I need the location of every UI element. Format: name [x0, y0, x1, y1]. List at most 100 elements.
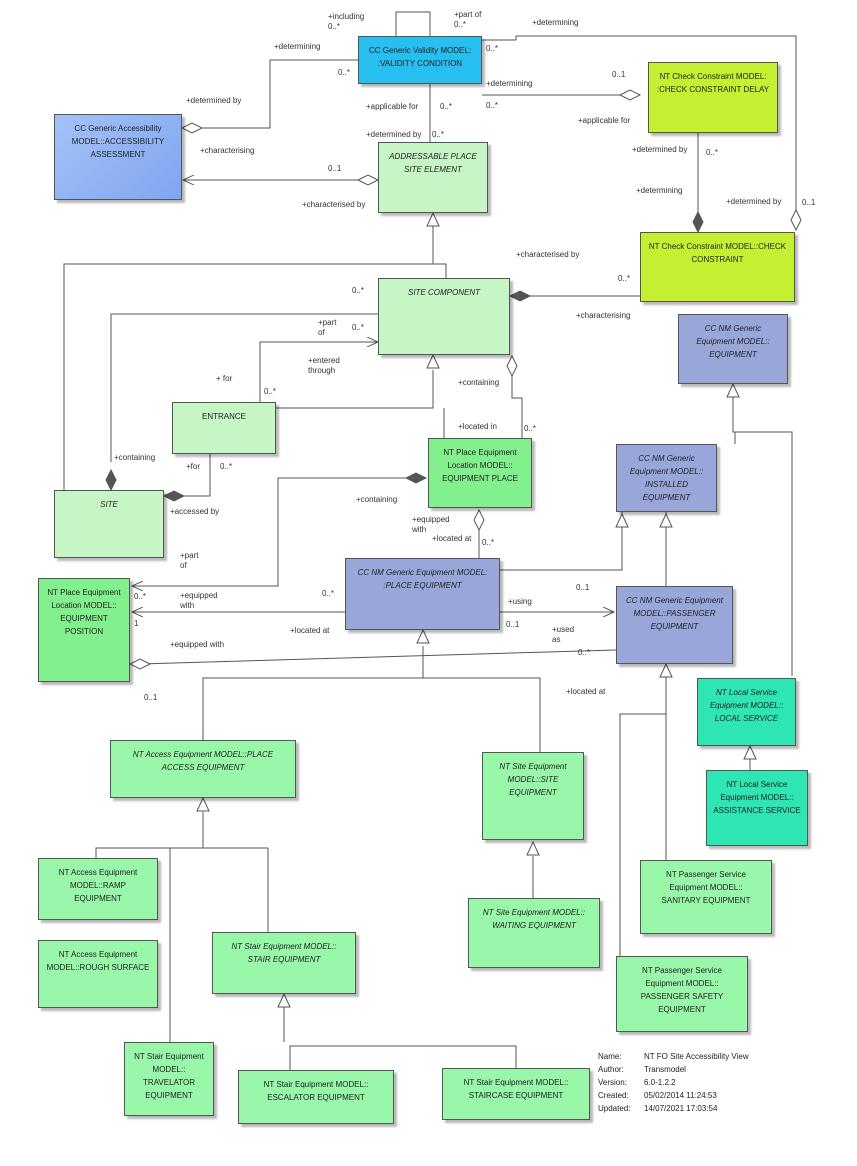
- class-rough-surface: NT Access Equipment MODEL::ROUGH SURFACE: [38, 940, 158, 1008]
- class-passenger-equipment-label: CC NM Generic Equipment MODEL::PASSENGER…: [626, 596, 723, 631]
- class-place-equipment-label: CC NM Generic Equipment MODEL: :PLACE EQ…: [357, 568, 488, 590]
- class-check-constraint-delay-label: NT Check Constraint MODEL: :CHECK CONSTR…: [656, 72, 770, 94]
- class-stair-equipment-label: NT Stair Equipment MODEL:: STAIR EQUIPME…: [231, 942, 337, 964]
- agg-diamond-accessibility: [180, 122, 204, 134]
- class-ramp-equipment: NT Access Equipment MODEL::RAMP EQUIPMEN…: [38, 858, 158, 920]
- agg-diamond-equipmentplace: [473, 508, 485, 532]
- class-site-component-label: SITE COMPONENT: [407, 288, 480, 297]
- assoc-label: +determining: [636, 186, 683, 195]
- agg-diamond-siteelement: [356, 174, 380, 186]
- class-entrance: ENTRANCE: [172, 402, 276, 454]
- meta-row-author: Author:Transmodel: [598, 1065, 686, 1074]
- assoc-label: 0..1: [144, 693, 158, 702]
- assoc-label: 0..1: [612, 70, 626, 79]
- assoc-label: +determining: [532, 18, 579, 27]
- class-installed-equipment: CC NM Generic Equipment MODEL:: INSTALLE…: [616, 444, 717, 512]
- assoc-label: +part of 0..*: [454, 10, 482, 29]
- class-passenger-safety-equipment-label: NT Passenger Service Equipment MODEL:: P…: [640, 966, 724, 1014]
- assoc-label: +located in: [458, 422, 497, 431]
- assoc-label: 0..*: [618, 274, 631, 283]
- assoc-label: +located at: [432, 534, 472, 543]
- edge-sitecomponent-siteelement: [432, 224, 447, 278]
- class-equipment-label: CC NM Generic Equipment MODEL:: EQUIPMEN…: [696, 324, 770, 359]
- class-accessibility-assessment-label: CC Generic Accessibility MODEL::ACCESSIB…: [71, 124, 165, 159]
- assoc-label: +located at: [566, 687, 606, 696]
- comp-diamond-site-right: [162, 490, 186, 502]
- class-waiting-equipment-label: NT Site Equipment MODEL:: WAITING EQUIPM…: [482, 908, 586, 930]
- edge-entrance-site: [182, 454, 211, 497]
- class-site-element: ADDRESSABLE PLACE SITE ELEMENT: [378, 142, 488, 213]
- class-escalator-equipment-label: NT Stair Equipment MODEL:: ESCALATOR EQU…: [263, 1080, 369, 1102]
- meta-row-version: Version:6.0-1.2.2: [598, 1078, 676, 1087]
- assoc-label: +containing: [356, 495, 398, 504]
- assoc-label: +for: [186, 462, 201, 471]
- gen-arrow-placeequipment: [416, 628, 430, 644]
- edge-site-siteelement: [63, 263, 433, 490]
- gen-arrow-access: [196, 796, 210, 812]
- assoc-label: +accessed by: [170, 507, 220, 516]
- class-local-service: NT Local Service Equipment MODEL:: LOCAL…: [697, 678, 796, 746]
- edge-passenger-tree: [619, 664, 667, 956]
- assoc-label: 0..*: [220, 462, 233, 471]
- assoc-label: +determined by: [366, 130, 422, 139]
- class-site: SITE: [54, 490, 164, 558]
- class-passenger-equipment: CC NM Generic Equipment MODEL::PASSENGER…: [616, 586, 733, 664]
- assoc-label: 0..*: [524, 424, 537, 433]
- class-equipment-position-label: NT Place Equipment Location MODEL:: EQUI…: [47, 588, 121, 636]
- class-site-equipment: NT Site Equipment MODEL::SITE EQUIPMENT: [482, 752, 584, 840]
- assoc-label: 0..1: [576, 583, 590, 592]
- meta-row-name: Name:NT FO Site Accessibility View: [598, 1052, 749, 1061]
- assoc-label: 0..*: [440, 102, 453, 111]
- class-assistance-service-label: NT Local Service Equipment MODEL:: ASSIS…: [713, 780, 801, 815]
- agg-diamond-checkconstraint-top: [790, 208, 802, 232]
- class-entrance-label: ENTRANCE: [201, 412, 246, 421]
- edge-place-position: [132, 477, 410, 586]
- class-local-service-label: NT Local Service Equipment MODEL:: LOCAL…: [709, 688, 784, 723]
- assoc-label: +determining: [486, 79, 533, 88]
- gen-arrow-stair: [277, 992, 291, 1008]
- class-site-element-label: ADDRESSABLE PLACE SITE ELEMENT: [389, 152, 477, 174]
- class-equipment-place: NT Place Equipment Location MODEL:: EQUI…: [428, 438, 532, 508]
- class-travelator-equipment-label: NT Stair Equipment MODEL:: TRAVELATOR EQ…: [134, 1052, 204, 1100]
- edge-validity-accessibility: [190, 59, 358, 129]
- class-staircase-equipment-label: NT Stair Equipment MODEL:: STAIRCASE EQU…: [463, 1078, 569, 1100]
- assoc-label: 0..*: [352, 323, 365, 332]
- assoc-label: 0..*: [338, 68, 351, 77]
- meta-row-updated: Updated:14/07/2021 17:03:54: [598, 1104, 718, 1113]
- assoc-label: +equipped with: [412, 515, 450, 534]
- class-staircase-equipment: NT Stair Equipment MODEL:: STAIRCASE EQU…: [442, 1068, 590, 1120]
- assoc-label: +determined by: [632, 145, 688, 154]
- class-site-label: SITE: [100, 500, 118, 509]
- class-check-constraint-label: NT Check Constraint MODEL::CHECK CONSTRA…: [648, 242, 787, 264]
- class-place-equipment: CC NM Generic Equipment MODEL: :PLACE EQ…: [345, 558, 500, 630]
- class-access-equipment: NT Access Equipment MODEL::PLACE ACCESS …: [110, 740, 296, 798]
- class-site-component: SITE COMPONENT: [378, 278, 510, 355]
- assoc-label: 0..1: [506, 620, 520, 629]
- assoc-label: +part of: [180, 551, 199, 570]
- agg-diamond-sitecomponent-bottom: [506, 354, 518, 378]
- assoc-label: +determined by: [186, 96, 242, 105]
- gen-arrow-siteequipment: [526, 840, 540, 856]
- edge-sitecomponent-place: [511, 375, 523, 438]
- edge-entrance-sitecomponent: [259, 342, 378, 402]
- class-passenger-safety-equipment: NT Passenger Service Equipment MODEL:: P…: [616, 956, 748, 1032]
- class-installed-equipment-label: CC NM Generic Equipment MODEL:: INSTALLE…: [629, 454, 704, 502]
- assoc-label: +characterised by: [516, 250, 580, 259]
- assoc-label: 0..*: [134, 592, 147, 601]
- class-equipment-position: NT Place Equipment Location MODEL:: EQUI…: [38, 578, 130, 682]
- class-site-equipment-label: NT Site Equipment MODEL::SITE EQUIPMENT: [499, 762, 567, 797]
- assoc-label: +equipped with: [170, 640, 225, 649]
- comp-diamond-site-top: [105, 468, 117, 492]
- gen-arrow-installed-2: [659, 512, 673, 528]
- edge-placeequipment-installed: [500, 512, 623, 571]
- class-accessibility-assessment: CC Generic Accessibility MODEL::ACCESSIB…: [54, 114, 182, 200]
- gen-arrow-sitecomponent: [426, 353, 440, 369]
- edge-validity-checkconstraint: [482, 35, 797, 210]
- class-check-constraint-delay: NT Check Constraint MODEL: :CHECK CONSTR…: [648, 62, 778, 133]
- assoc-label: +applicable for: [578, 116, 631, 125]
- class-sanitary-equipment-label: NT Passenger Service Equipment MODEL:: S…: [661, 870, 751, 905]
- edge-validity-self: [395, 11, 431, 36]
- edge-access-tree: [95, 812, 269, 1042]
- assoc-label: +used as: [552, 625, 575, 644]
